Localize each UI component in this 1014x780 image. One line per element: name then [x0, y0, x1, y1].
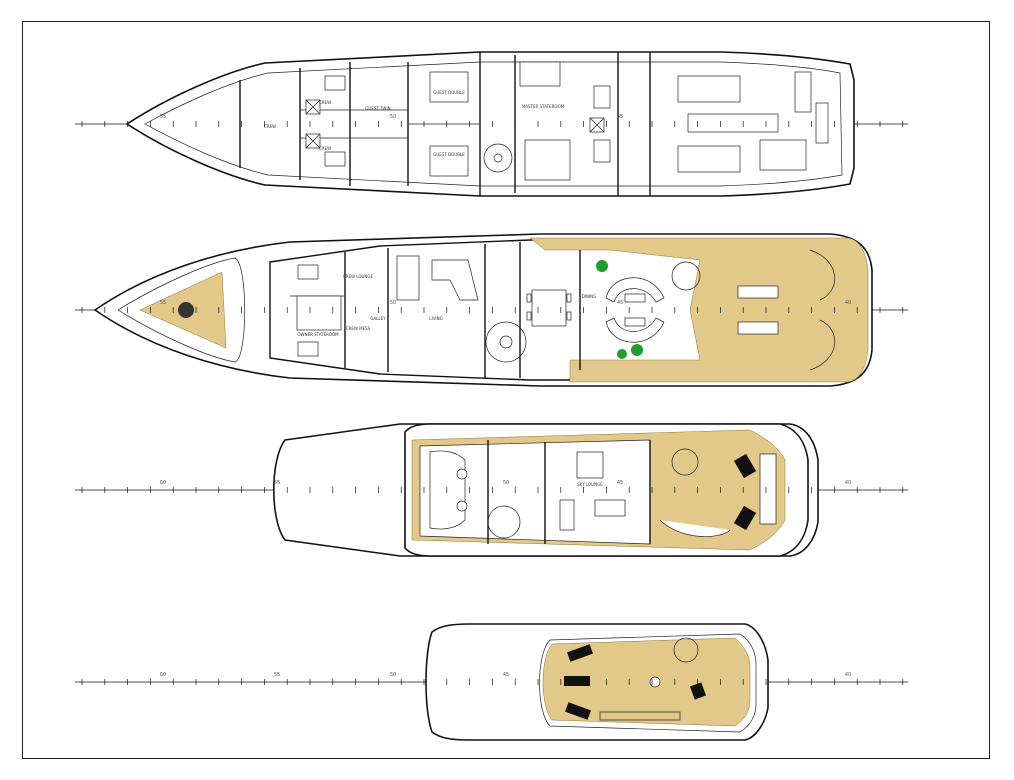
guest-double-bed-1 [429, 71, 469, 103]
main-deck-plan: CREW LOUNGE GALLEY LIVING DINING OWNER S… [75, 233, 908, 387]
sun-table [649, 676, 661, 688]
sun-spiral-stair [673, 637, 699, 663]
label-master-stateroom: MASTER STATEROOM [522, 104, 565, 109]
sun-station-4: 45 [503, 672, 509, 678]
label-living: LIVING [429, 316, 442, 321]
sun-deck-stations: 60 55 50 45 40 [160, 672, 851, 678]
label-guest-double-1: GUEST DOUBLE [433, 90, 465, 95]
upper-deck-plan: SKY LOUNGE 60 55 50 45 40 [75, 423, 908, 557]
sun-station-2: 55 [274, 672, 280, 678]
sun-chair [689, 682, 707, 700]
upper-station-1: 60 [160, 480, 166, 486]
guest-double-bed-2 [429, 145, 469, 177]
upper-lounger-2 [733, 505, 757, 531]
upper-spiral-stair [487, 505, 521, 539]
sun-lounger-3 [565, 702, 591, 720]
label-crew-c: CREW [319, 146, 331, 151]
plant-icon-3 [631, 344, 643, 356]
galley-counter [396, 255, 420, 301]
label-crew-a: CREW [264, 124, 276, 129]
upper-lounger-1 [733, 453, 757, 479]
living-bar [431, 259, 479, 301]
main-station-4: 40 [845, 300, 851, 306]
sun-teak-deck [542, 637, 751, 727]
aft-sofa-port [605, 317, 665, 343]
main-station-1: 55 [160, 300, 166, 306]
upper-aft-bench [659, 519, 731, 537]
lower-deck-plan: GUEST DOUBLE GUEST DOUBLE MASTER STATERO… [75, 51, 908, 197]
lower-deck-inner-hull [144, 61, 843, 187]
upper-deck-stations: 60 55 50 45 40 [160, 480, 851, 486]
master-bed [524, 139, 571, 181]
centerline-tick-marks [81, 121, 904, 685]
aft-sofa-starboard [605, 277, 665, 303]
upper-station-2: 55 [274, 480, 280, 486]
lower-station-1: 55 [160, 114, 166, 120]
label-galley: GALLEY [370, 316, 386, 321]
label-sky-lounge: SKY LOUNGE [577, 482, 603, 487]
sun-deck-plan: 60 55 50 45 40 [75, 623, 908, 741]
main-aft-teak-deck [529, 237, 869, 383]
bow-foredeck-outline [117, 257, 246, 363]
owner-bed [296, 295, 342, 331]
engine-port [677, 145, 741, 173]
main-station-2: 50 [390, 300, 396, 306]
label-dining: DINING [582, 294, 597, 299]
sun-station-5: 40 [845, 672, 851, 678]
sun-lounger-2 [564, 676, 590, 686]
upper-superstructure-floor [419, 439, 651, 545]
lower-deck-hull [125, 51, 855, 197]
lower-station-3: 45 [617, 114, 623, 120]
engine-starboard [677, 75, 741, 103]
plant-icon-2 [617, 349, 627, 359]
lower-deck-stations: 55 50 45 [160, 114, 623, 120]
main-deck-stations: 55 50 45 40 [160, 300, 851, 306]
sky-lounge-sofa [594, 499, 626, 517]
plant-icon-1 [596, 260, 608, 272]
label-crew-mess: CREW MESS [346, 326, 371, 331]
sun-station-1: 60 [160, 672, 166, 678]
game-table [576, 451, 604, 479]
master-sofa [519, 61, 561, 87]
upper-station-3: 50 [503, 480, 509, 486]
upper-station-4: 45 [617, 480, 623, 486]
upper-station-5: 40 [845, 480, 851, 486]
lower-station-2: 50 [390, 114, 396, 120]
drawing-frame [22, 21, 990, 759]
label-crew-lounge: CREW LOUNGE [343, 274, 374, 279]
upper-aft-spiral-stair [671, 448, 699, 476]
aft-spiral-stair [671, 261, 701, 291]
lower-spiral-stair [483, 143, 513, 173]
label-crew-b: CREW [319, 100, 331, 105]
label-guest-twin: GUEST TWIN [365, 106, 390, 111]
label-owner-stateroom: OWNER STATEROOM [297, 332, 339, 337]
sun-aft-bench [599, 711, 681, 721]
main-deck-hull [93, 233, 873, 387]
anchor-windlass-icon [178, 302, 194, 318]
stern-stairs [809, 249, 835, 371]
sun-station-3: 50 [390, 672, 396, 678]
label-guest-double-2: GUEST DOUBLE [433, 152, 465, 157]
main-station-3: 45 [617, 300, 623, 306]
sun-lounger-1 [567, 644, 593, 662]
main-spiral-stair [485, 321, 527, 363]
